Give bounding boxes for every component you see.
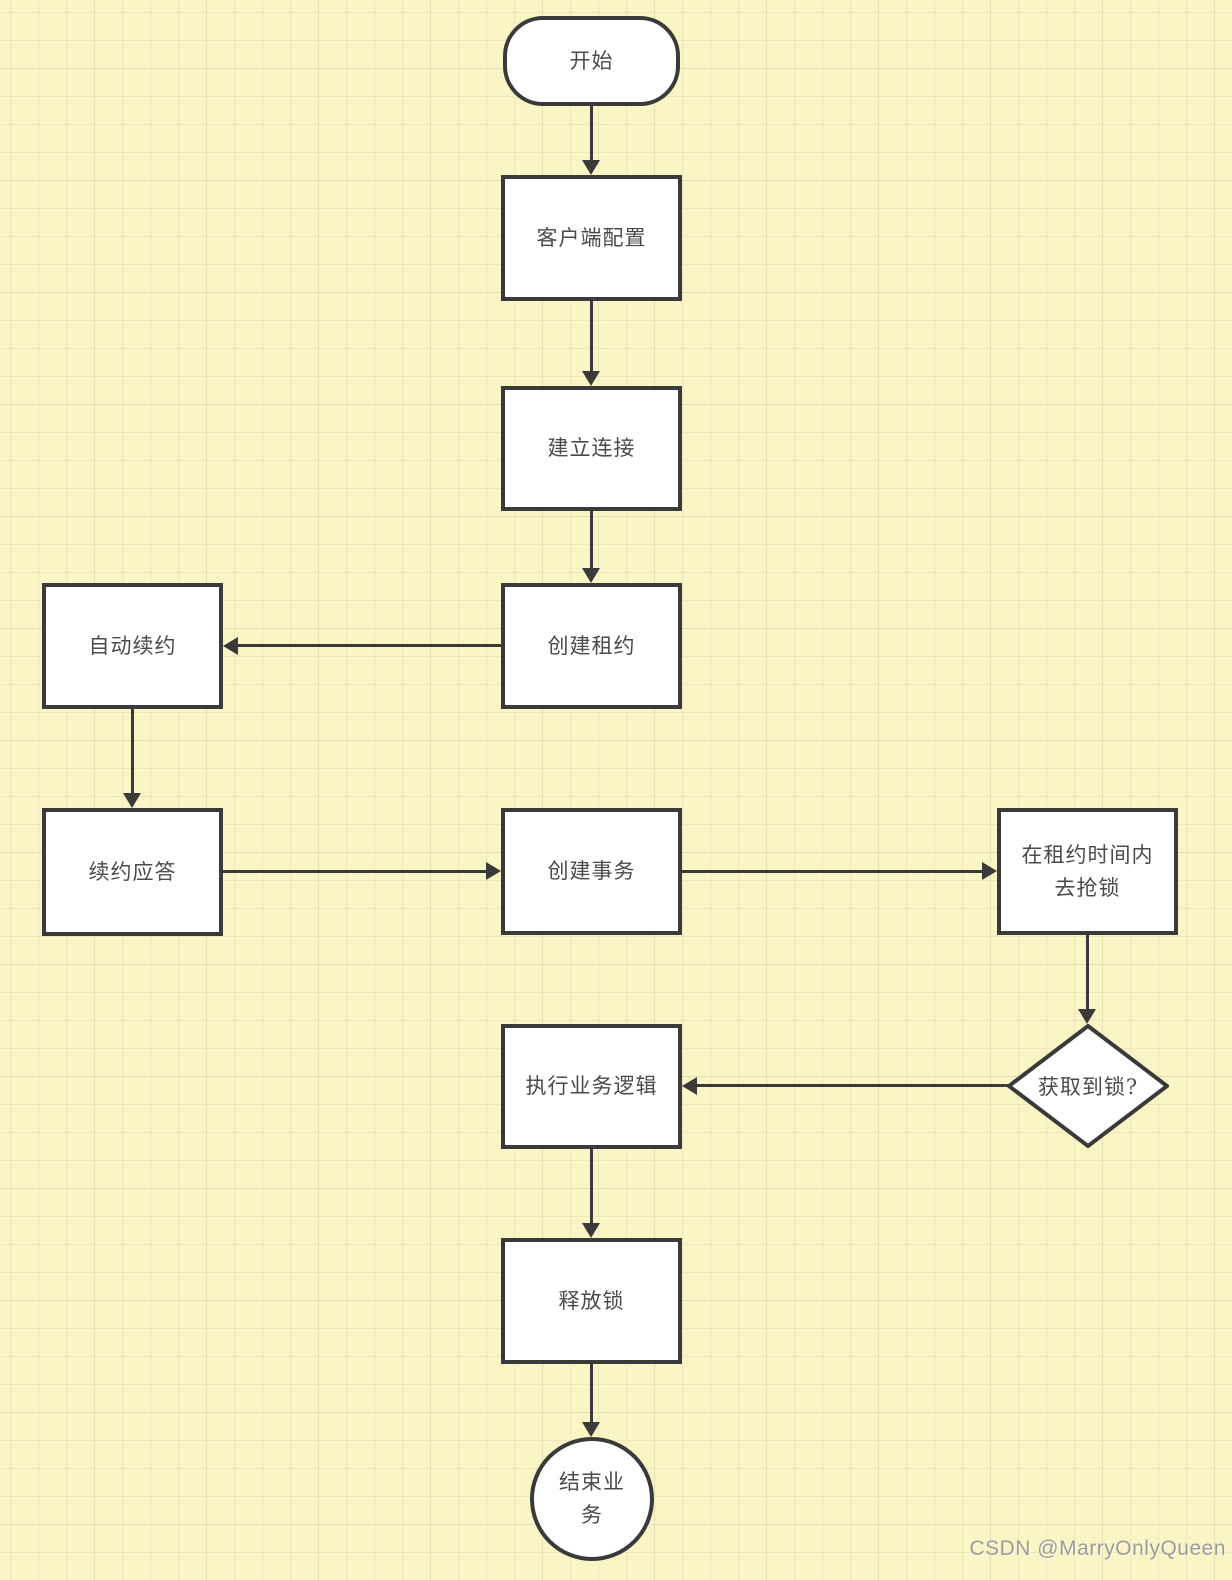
edge-create-transaction-to-grab-lock (682, 870, 983, 873)
node-create-lease-label: 创建租约 (547, 633, 636, 658)
edge-create-lease-to-auto-renew (238, 644, 502, 647)
edge-renew-reply-to-create-transaction (223, 870, 487, 873)
node-release-lock-label: 释放锁 (558, 1288, 625, 1313)
arrowhead-down-icon (582, 1223, 600, 1238)
arrowhead-down-icon (582, 568, 600, 583)
node-create-transaction-label: 创建事务 (547, 859, 636, 884)
edge-start-to-client-config (590, 106, 593, 161)
edge-establish-connection-to-create-lease (590, 511, 593, 569)
csdn-watermark: CSDN @MarryOnlyQueen (969, 1537, 1226, 1560)
node-execute-business-logic-label: 执行业务逻辑 (525, 1074, 658, 1099)
arrowhead-left-icon (682, 1077, 697, 1095)
node-establish-connection-label: 建立连接 (547, 436, 636, 461)
node-renew-reply-label: 续约应答 (88, 859, 177, 884)
edge-grab-lock-to-lock-acquired (1086, 935, 1089, 1010)
node-client-config: 客户端配置 (501, 175, 682, 301)
node-grab-lock-within-lease: 在租约时间内去抢锁 (997, 808, 1178, 935)
arrowhead-right-icon (982, 862, 997, 880)
node-lock-acquired-label: 获取到锁? (1037, 1075, 1139, 1099)
node-start-label: 开始 (569, 48, 614, 73)
node-client-config-label: 客户端配置 (536, 225, 647, 250)
node-grab-lock-within-lease-label: 在租约时间内去抢锁 (1021, 842, 1154, 900)
node-lock-acquired: 获取到锁? (1007, 1024, 1169, 1148)
node-start: 开始 (503, 16, 680, 106)
node-auto-renew-label: 自动续约 (88, 633, 177, 658)
node-establish-connection: 建立连接 (501, 386, 682, 511)
node-renew-reply: 续约应答 (42, 808, 223, 936)
arrowhead-down-icon (1078, 1009, 1096, 1024)
edge-release-lock-to-end-business (590, 1364, 593, 1423)
arrowhead-down-icon (582, 1422, 600, 1437)
arrowhead-left-icon (223, 637, 238, 655)
node-release-lock: 释放锁 (501, 1238, 682, 1364)
arrowhead-down-icon (582, 160, 600, 175)
edge-execute-business-logic-to-release-lock (590, 1149, 593, 1224)
diamond-shape (1007, 1024, 1169, 1148)
arrowhead-down-icon (123, 793, 141, 808)
node-execute-business-logic: 执行业务逻辑 (501, 1024, 682, 1149)
arrowhead-down-icon (582, 371, 600, 386)
node-end-business-label: 结束业务 (559, 1470, 625, 1527)
node-create-transaction: 创建事务 (501, 808, 682, 935)
arrowhead-right-icon (486, 862, 501, 880)
edge-lock-acquired-to-execute-business-logic (696, 1084, 1008, 1087)
node-end-business: 结束业务 (530, 1437, 654, 1561)
node-auto-renew: 自动续约 (42, 583, 223, 709)
edge-client-config-to-establish-connection (590, 301, 593, 372)
edge-auto-renew-to-renew-reply (131, 709, 134, 794)
node-create-lease: 创建租约 (501, 583, 682, 709)
